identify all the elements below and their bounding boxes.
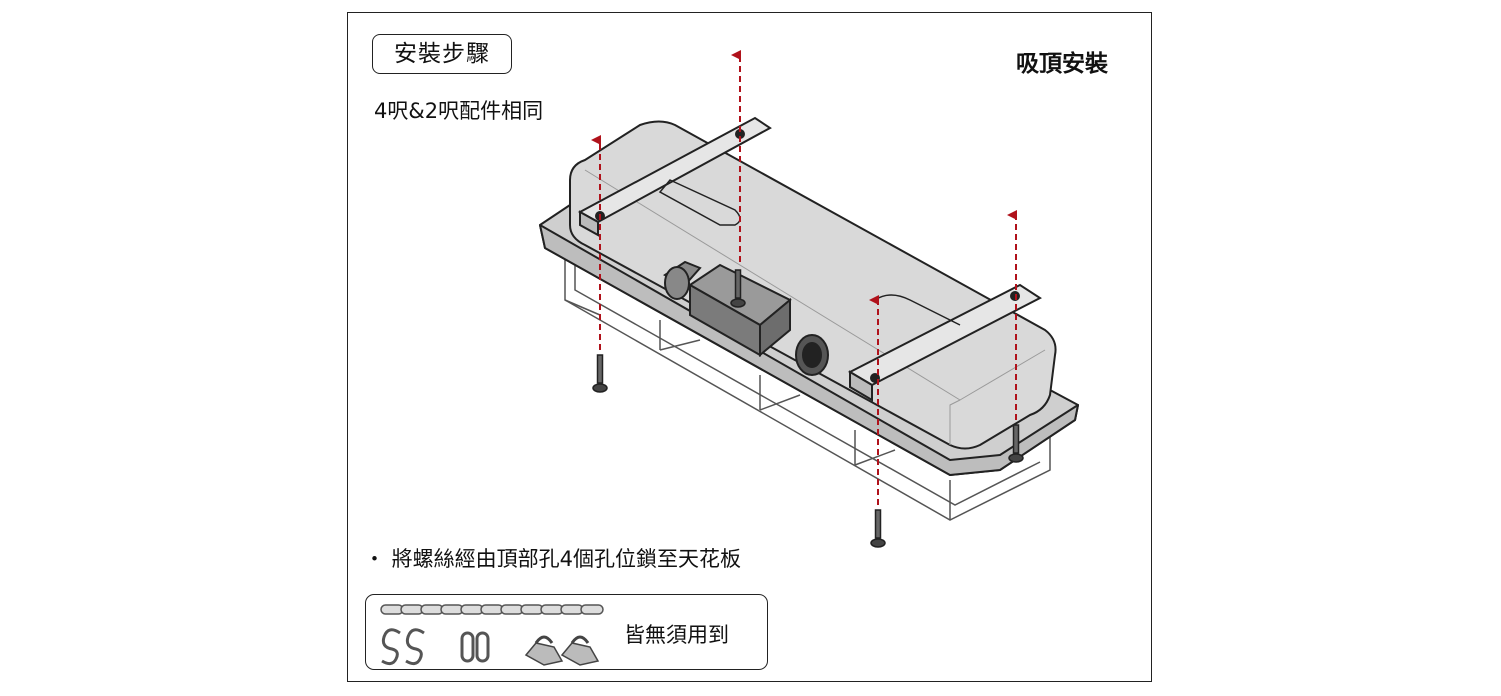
diagram-frame (347, 12, 1152, 682)
wire-guard (564, 250, 1051, 521)
step-title-badge: 安裝步驟 (372, 34, 512, 74)
accessories-note: 皆無須用到 (624, 623, 729, 647)
screws (592, 269, 1024, 548)
screw (730, 269, 746, 308)
ceiling-mount-illustration (539, 50, 1079, 548)
screw-direction-arrows (591, 50, 1017, 505)
instruction-text: ・ 將螺絲經由頂部孔4個孔位鎖至天花板 (364, 547, 742, 571)
accessories-illustration (380, 604, 604, 666)
screw (592, 354, 608, 393)
chain-icon (380, 604, 604, 615)
screw (1008, 424, 1024, 463)
link-ring-icon (460, 631, 490, 663)
mounting-bracket-icon (524, 635, 600, 666)
accessories-box: 皆無須用到 (365, 594, 768, 670)
s-hook-icon (381, 628, 425, 666)
screw (870, 509, 886, 548)
compatibility-note: 4呎&2呎配件相同 (374, 99, 544, 123)
mounting-brackets (577, 116, 1042, 402)
mount-type-label: 吸頂安裝 (1016, 51, 1108, 77)
